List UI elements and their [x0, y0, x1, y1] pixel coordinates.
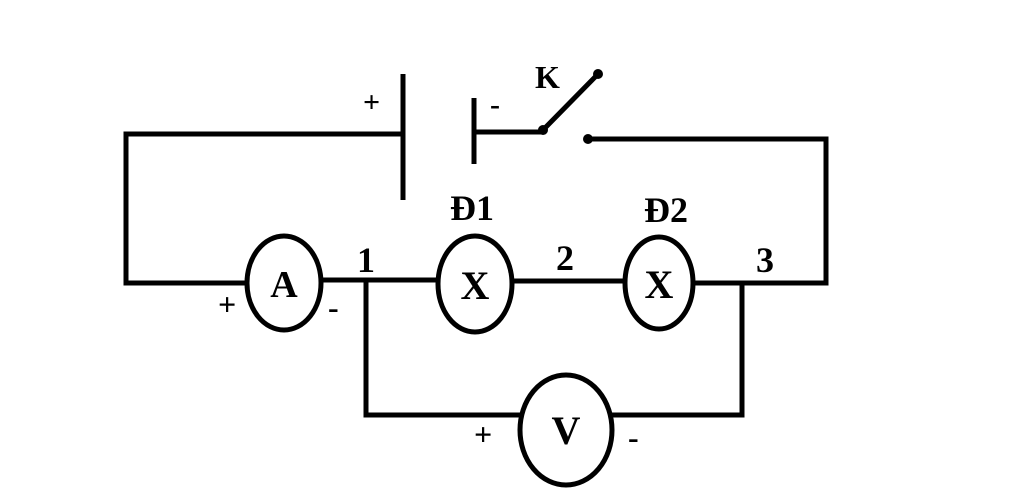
voltmeter-symbol: V [552, 408, 581, 453]
node-1-label: 1 [357, 240, 375, 280]
ammeter-circle [244, 233, 324, 333]
lamp-2: X Đ2 [622, 190, 696, 332]
switch-k: K [535, 59, 603, 144]
wire-voltmeter-right [609, 282, 745, 418]
battery-positive-sign: + [363, 86, 380, 119]
battery-negative-sign: - [490, 88, 500, 121]
lamp2-symbol: X [645, 262, 674, 307]
voltmeter-circle [517, 372, 615, 488]
voltmeter: V + - [474, 372, 639, 488]
switch-blade [539, 70, 602, 134]
lamp2-circle [622, 234, 696, 332]
ammeter-symbol: A [270, 264, 298, 306]
voltmeter-positive-sign: + [474, 416, 492, 452]
lamp1-circle [435, 233, 515, 335]
lamp1-symbol: X [461, 263, 490, 308]
wires [123, 129, 829, 418]
switch-tip-dot [593, 69, 603, 79]
node-2-label: 2 [556, 238, 574, 278]
lamp-1: X Đ1 [435, 188, 515, 335]
switch-label: K [535, 59, 560, 95]
wire-voltmeter-left [363, 279, 523, 418]
wire-switch-right-loop [585, 136, 829, 286]
switch-pivot-dot [538, 125, 548, 135]
node-labels: 1 2 3 [357, 238, 774, 280]
lamp2-label: Đ2 [644, 190, 688, 230]
ammeter-positive-sign: + [218, 286, 236, 322]
switch-contact-dot [583, 134, 593, 144]
voltmeter-negative-sign: - [628, 419, 639, 455]
ammeter-negative-sign: - [328, 289, 339, 325]
wire-battery-left-loop [123, 131, 406, 286]
lamp1-label: Đ1 [450, 188, 494, 228]
node-3-label: 3 [756, 240, 774, 280]
ammeter: A + - [218, 233, 339, 333]
battery: + - [363, 74, 500, 200]
